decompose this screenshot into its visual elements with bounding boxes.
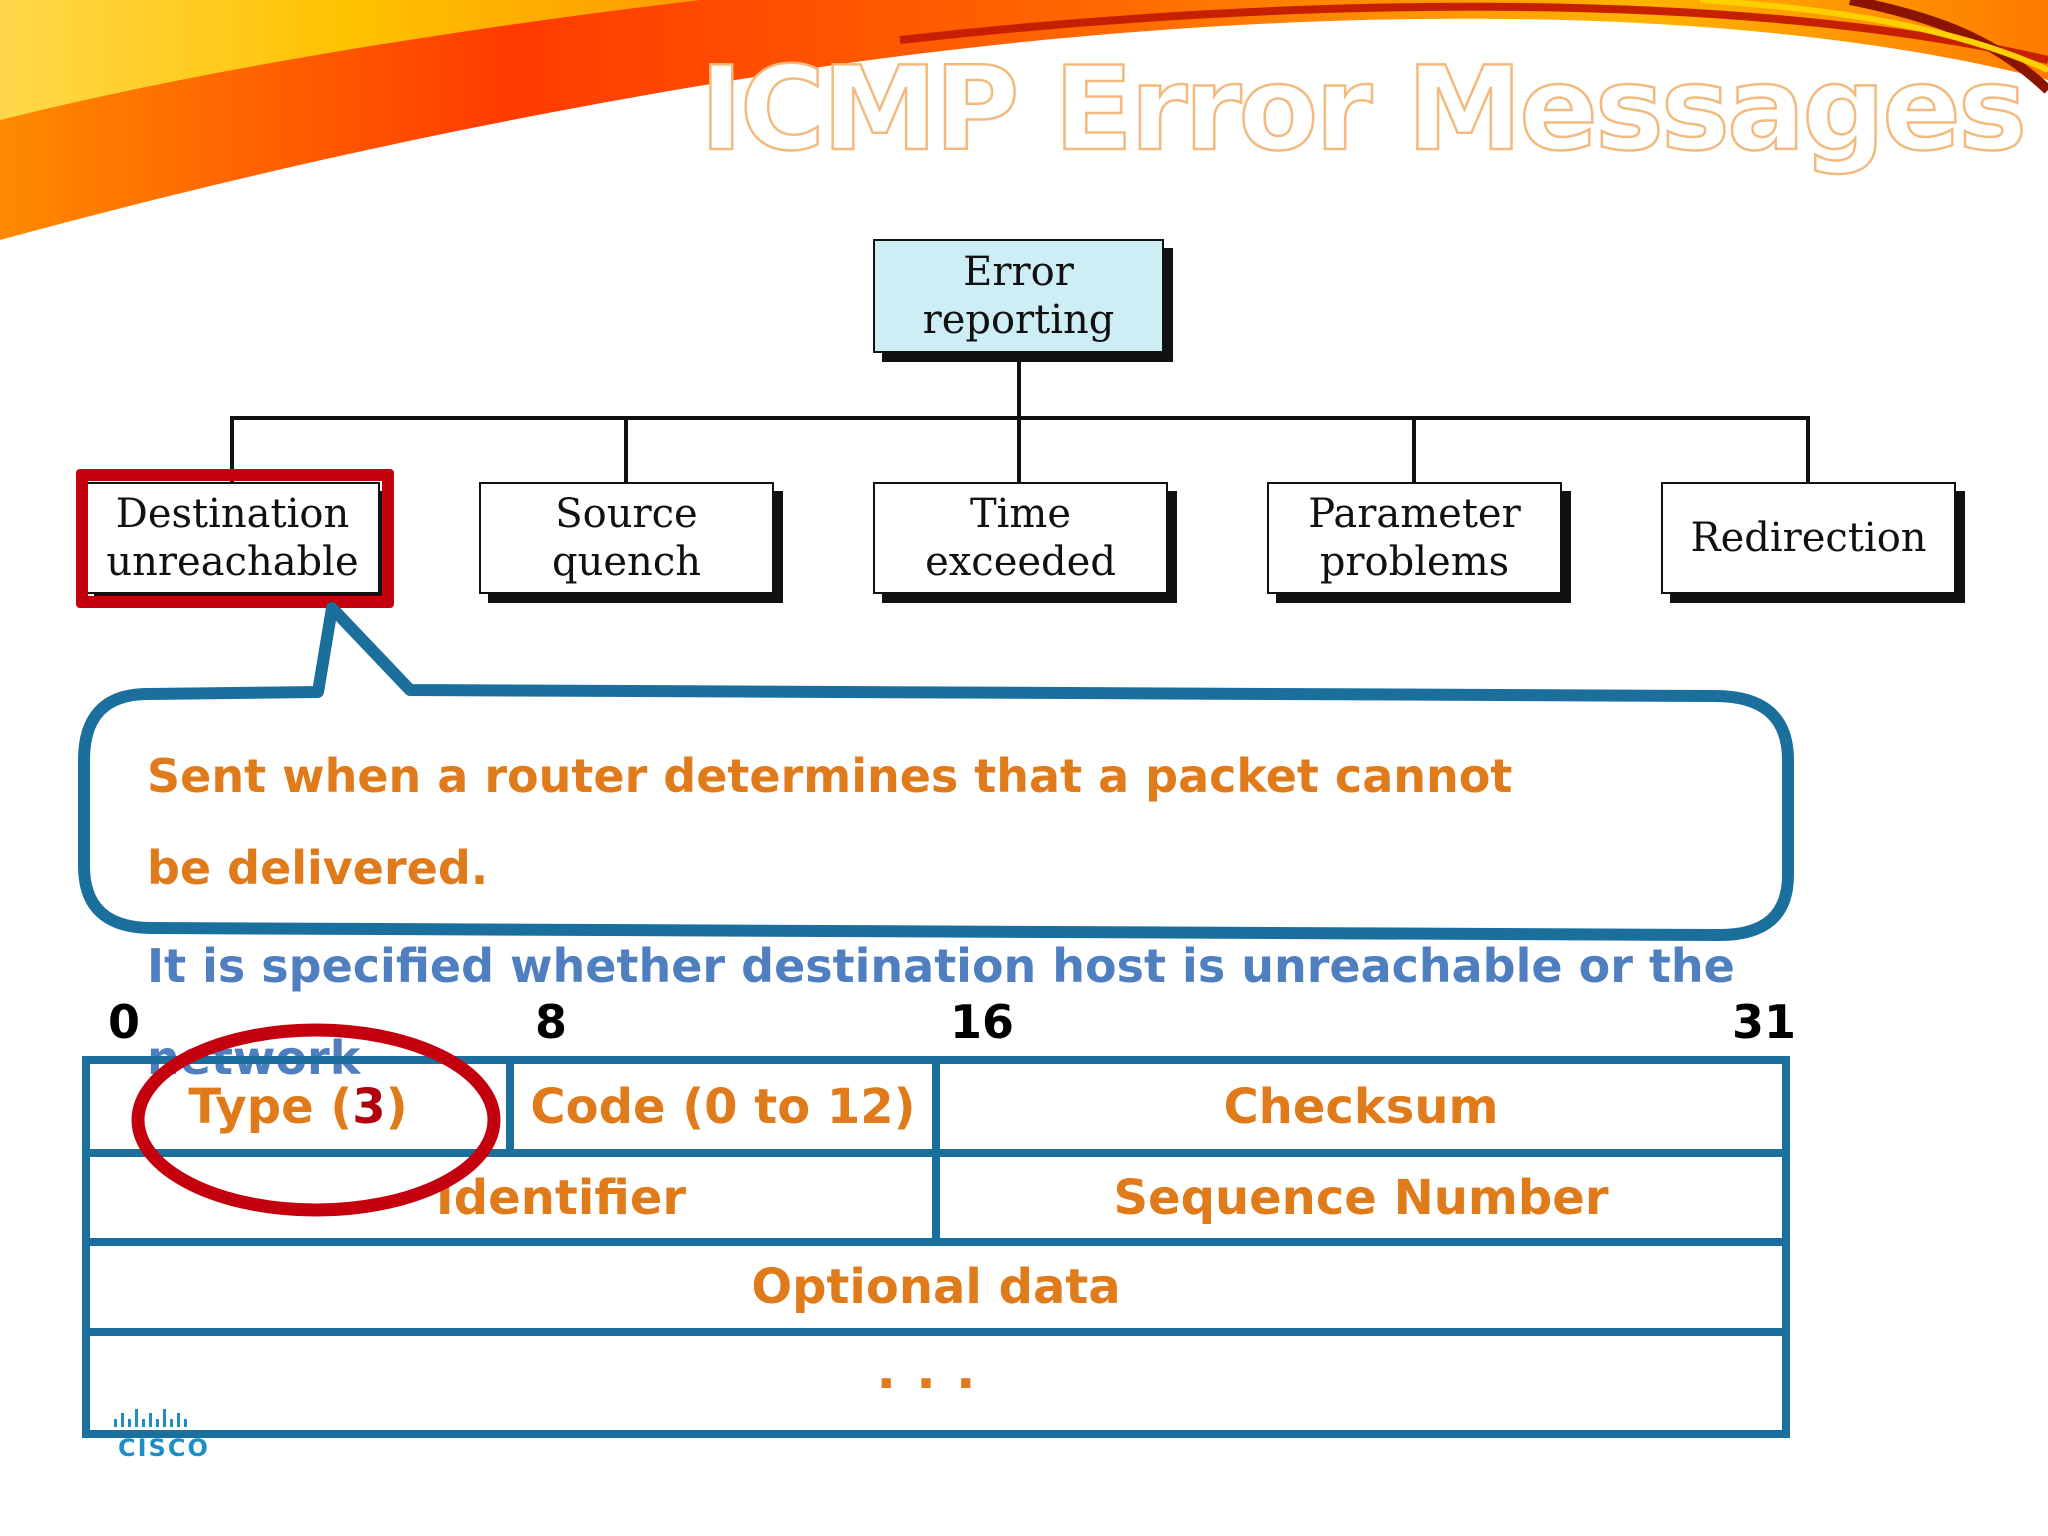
bit-label-8: 8 xyxy=(535,995,568,1049)
bit-label-31: 31 xyxy=(1732,995,1797,1049)
tree-node-line1: Time xyxy=(969,491,1072,537)
callout-text: Sent when a router determines that a pac… xyxy=(147,749,1513,895)
tree-root-line2: reporting xyxy=(922,297,1115,343)
field-continuation: ... xyxy=(82,1328,1790,1438)
tree-root-line1: Error xyxy=(963,249,1074,295)
connector-child-2 xyxy=(624,416,628,483)
tree-node-redirection: Redirection xyxy=(1661,482,1956,594)
field-checksum-label: Checksum xyxy=(1223,1078,1499,1135)
connector-child-5 xyxy=(1806,416,1810,483)
field-type-value: 3 xyxy=(352,1078,386,1135)
field-type-label: Type ( xyxy=(188,1078,353,1135)
field-optional-label: Optional data xyxy=(751,1259,1121,1315)
tree-node-line2: quench xyxy=(552,539,701,585)
tree-node-line1: Destination xyxy=(115,491,350,537)
connector-child-1 xyxy=(230,416,234,483)
connector-child-3 xyxy=(1017,416,1021,483)
cisco-logo-text: CISCO xyxy=(118,1434,210,1462)
continuation-dots: ... xyxy=(876,1341,996,1401)
tree-node-line1: Source xyxy=(555,491,698,537)
field-code-label: Code (0 to 12) xyxy=(530,1078,916,1135)
bit-label-0: 0 xyxy=(108,995,141,1049)
field-identifier-label: Identifier xyxy=(435,1169,687,1226)
overflow-text: It is specified whether destination host… xyxy=(147,939,1735,1085)
tree-node-line2: unreachable xyxy=(106,539,359,585)
slide-title: ICMP Error Messages xyxy=(698,42,2028,177)
cisco-logo xyxy=(114,1409,187,1427)
decorative-swoosh xyxy=(0,0,2048,240)
field-sequence-label: Sequence Number xyxy=(1113,1169,1609,1226)
bit-label-16: 16 xyxy=(950,995,1015,1049)
tree-node-line2: problems xyxy=(1319,539,1510,585)
highlight-frame xyxy=(76,469,394,608)
field-type-close: ) xyxy=(385,1078,408,1135)
connector-root-down xyxy=(1017,355,1021,419)
tree-node-line2: exceeded xyxy=(925,539,1116,585)
connector-child-4 xyxy=(1412,416,1416,483)
tree-node-line1: Redirection xyxy=(1690,515,1927,561)
tree-node-line1: Parameter xyxy=(1308,491,1521,537)
